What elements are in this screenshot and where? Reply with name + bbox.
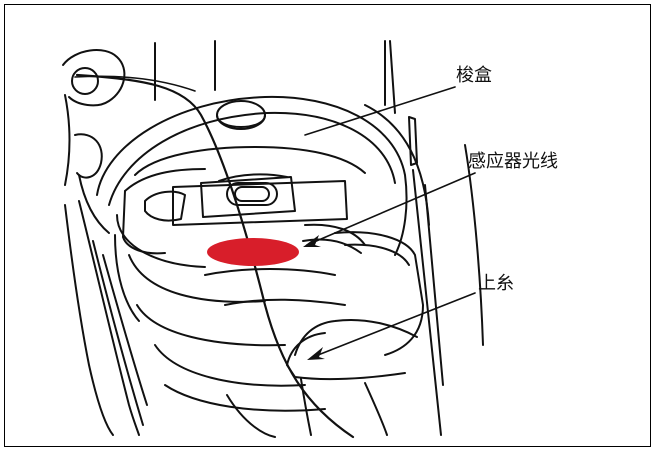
bobbin-case-outline	[96, 95, 408, 412]
bobbin-case-lower-housing	[226, 231, 424, 438]
sensor-light-label: 感应器光线	[468, 151, 558, 172]
upper-thread-label: 上糸	[478, 273, 514, 294]
upper-thread-arrowhead	[307, 347, 325, 360]
machine-right-outline	[364, 40, 484, 436]
bobbin-case-illustration	[62, 40, 484, 439]
sensor-light-leader	[306, 172, 476, 246]
machine-body-outline	[62, 40, 216, 436]
upper-thread-leader	[312, 292, 476, 358]
bobbin-case-label: 梭盒	[456, 65, 492, 86]
sensor-light-arrowhead	[303, 235, 321, 247]
illustration-frame: 梭盒 感应器光线 上糸	[4, 4, 651, 447]
leader-arrowheads	[303, 235, 325, 360]
sensor-light-mark	[207, 238, 299, 266]
upper-thread	[74, 73, 355, 439]
bobbin-case-leader	[304, 86, 456, 136]
leader-lines	[304, 86, 476, 358]
